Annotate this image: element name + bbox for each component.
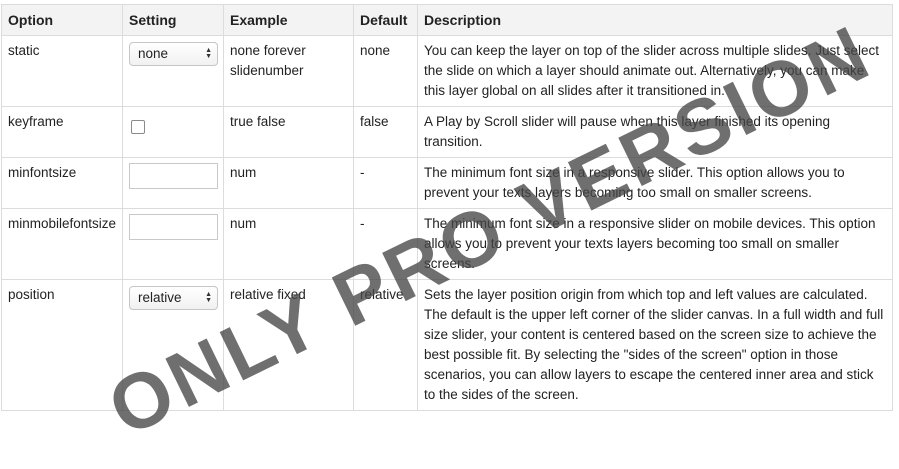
- option-description: You can keep the layer on top of the sli…: [417, 35, 893, 107]
- example-values: num: [223, 208, 354, 280]
- default-value: -: [353, 208, 418, 280]
- position-select[interactable]: relative ▲▼: [129, 286, 218, 310]
- table-header-row: Option Setting Example Default Descripti…: [1, 4, 893, 36]
- updown-arrows-icon: ▲▼: [205, 291, 212, 304]
- header-description: Description: [417, 4, 893, 36]
- example-values: num: [223, 157, 354, 209]
- static-select[interactable]: none ▲▼: [129, 42, 218, 66]
- header-example: Example: [223, 4, 354, 36]
- header-option: Option: [1, 4, 123, 36]
- example-values: true false: [223, 106, 354, 158]
- default-value: relative: [353, 279, 418, 411]
- setting-cell: [122, 157, 224, 209]
- select-value: relative: [138, 290, 182, 305]
- table-row: position relative ▲▼ relative fixed rela…: [1, 279, 893, 411]
- options-table: Option Setting Example Default Descripti…: [1, 4, 893, 411]
- select-value: none: [138, 46, 169, 61]
- option-name: minfontsize: [1, 157, 123, 209]
- option-description: Sets the layer position origin from whic…: [417, 279, 893, 411]
- setting-cell: relative ▲▼: [122, 279, 224, 411]
- header-setting: Setting: [122, 4, 224, 36]
- setting-cell: none ▲▼: [122, 35, 224, 107]
- minfontsize-input[interactable]: [129, 163, 218, 189]
- table-row: minfontsize num - The minimum font size …: [1, 157, 893, 209]
- default-value: none: [353, 35, 418, 107]
- setting-cell: [122, 106, 224, 158]
- keyframe-checkbox[interactable]: [131, 120, 145, 134]
- option-name: keyframe: [1, 106, 123, 158]
- option-description: A Play by Scroll slider will pause when …: [417, 106, 893, 158]
- header-default: Default: [353, 4, 418, 36]
- option-description: The minimum font size in a responsive sl…: [417, 208, 893, 280]
- option-name: static: [1, 35, 123, 107]
- table-row: static none ▲▼ none forever slidenumber …: [1, 35, 893, 107]
- table-row: keyframe true false false A Play by Scro…: [1, 106, 893, 158]
- table-row: minmobilefontsize num - The minimum font…: [1, 208, 893, 280]
- example-values: relative fixed: [223, 279, 354, 411]
- setting-cell: [122, 208, 224, 280]
- option-name: minmobilefontsize: [1, 208, 123, 280]
- default-value: false: [353, 106, 418, 158]
- minmobilefontsize-input[interactable]: [129, 214, 218, 240]
- updown-arrows-icon: ▲▼: [205, 47, 212, 60]
- option-name: position: [1, 279, 123, 411]
- default-value: -: [353, 157, 418, 209]
- example-values: none forever slidenumber: [223, 35, 354, 107]
- option-description: The minimum font size in a responsive sl…: [417, 157, 893, 209]
